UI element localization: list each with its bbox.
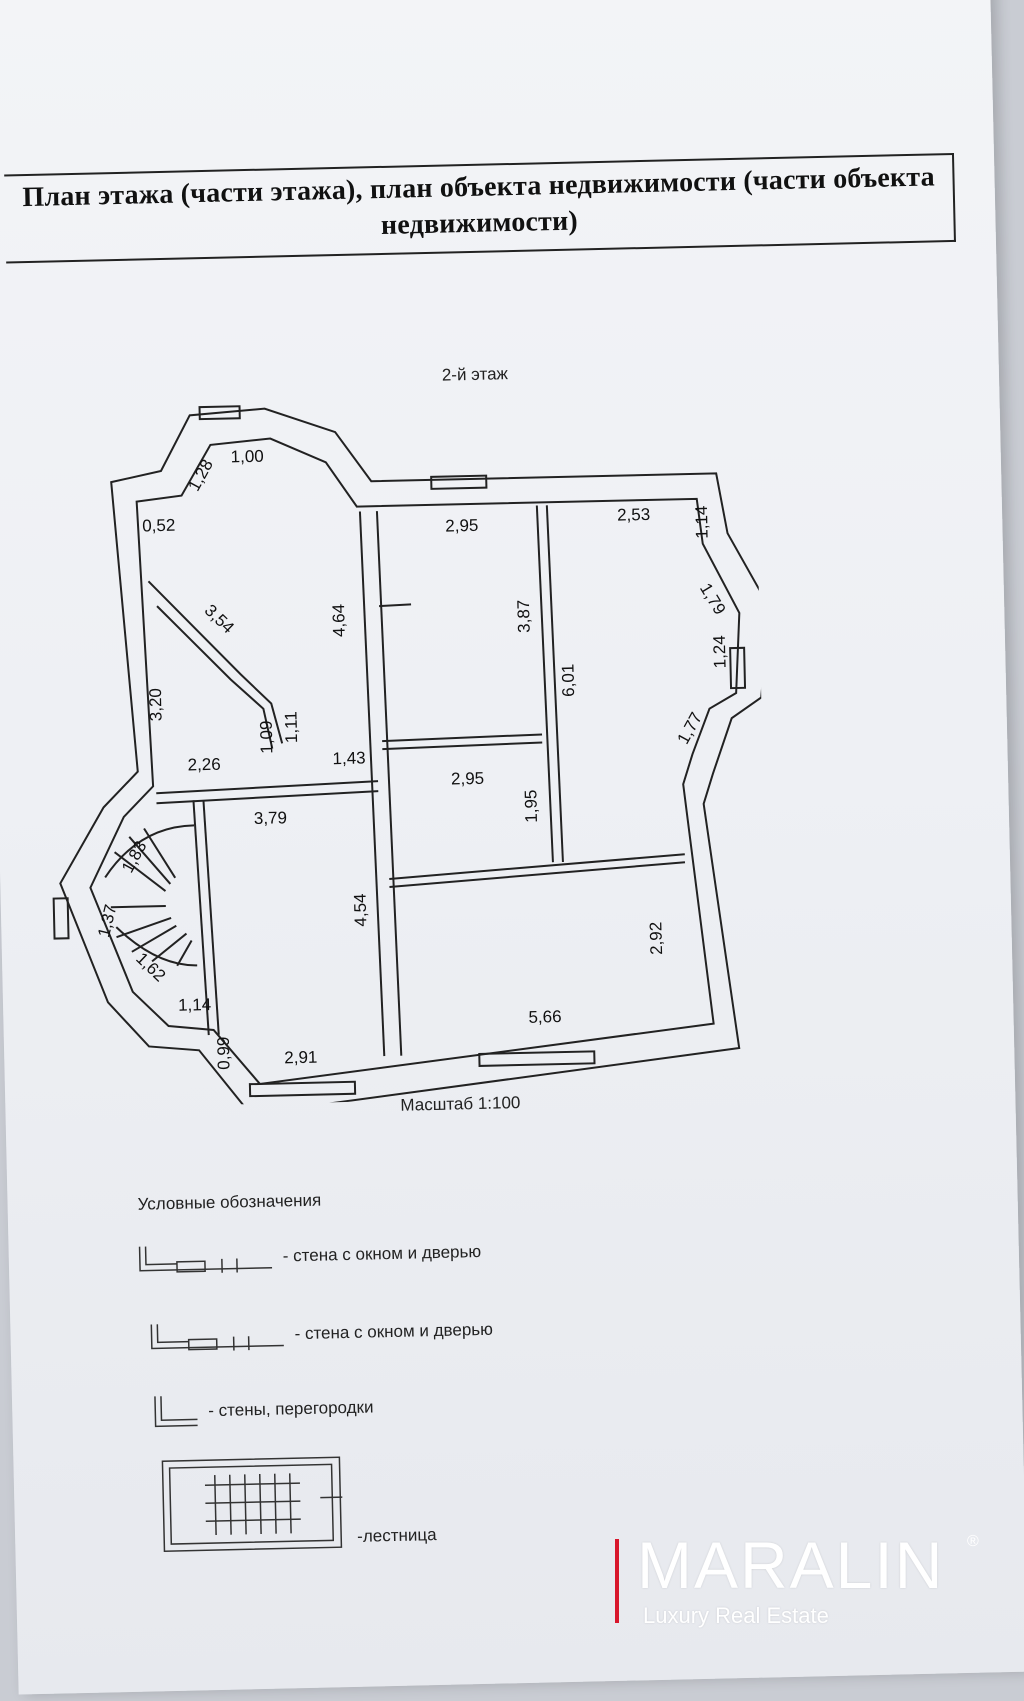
legend-item: - стены, перегородки bbox=[152, 1389, 374, 1430]
wall-window-door-symbol bbox=[138, 1246, 273, 1273]
dim-label: 6,01 bbox=[558, 664, 578, 698]
legend-label: -лестница bbox=[356, 1525, 437, 1546]
dim-label: 1,14 bbox=[692, 505, 712, 539]
title-box: План этажа (части этажа), план объекта н… bbox=[4, 152, 956, 264]
legend-item: - стена с окном и дверью bbox=[137, 1237, 482, 1275]
brand-tagline: Luxury Real Estate bbox=[643, 1603, 829, 1628]
dim-label: 1,95 bbox=[521, 789, 541, 823]
legend-item: - стена с окном и дверью bbox=[148, 1315, 493, 1353]
legend-item: -лестница bbox=[159, 1450, 437, 1566]
dim-label: 4,64 bbox=[329, 604, 349, 638]
dim-label: 2,92 bbox=[646, 922, 666, 956]
dim-label: 0,99 bbox=[214, 1036, 234, 1070]
brand-name: MARALIN bbox=[637, 1528, 945, 1602]
legend-label: - стена с окном и дверью bbox=[282, 1241, 482, 1266]
legend-label: - стена с окном и дверью bbox=[294, 1319, 494, 1344]
dim-label: 2,95 bbox=[451, 769, 485, 789]
dim-label: 2,53 bbox=[617, 505, 651, 525]
dim-label: 1,09 bbox=[257, 720, 277, 754]
registered-mark: ® bbox=[967, 1533, 979, 1550]
dim-label: 4,54 bbox=[351, 893, 371, 927]
inner-wall bbox=[89, 437, 741, 1085]
stair-symbol bbox=[161, 1456, 343, 1552]
dim-label: 1,14 bbox=[178, 995, 212, 1015]
wall-window-door-symbol bbox=[150, 1324, 284, 1351]
page-title: План этажа (части этажа), план объекта н… bbox=[22, 161, 936, 241]
dim-label: 1,62 bbox=[132, 949, 169, 986]
wall-symbol bbox=[154, 1396, 198, 1428]
dim-label: 3,20 bbox=[146, 688, 166, 722]
dim-label: 1,11 bbox=[281, 711, 301, 743]
dim-label: 1,43 bbox=[332, 748, 366, 768]
dim-label: 1,28 bbox=[184, 456, 217, 494]
floor-label: 2-й этаж bbox=[441, 364, 509, 385]
floor-plan: 1,00 1,28 0,52 3,54 4,64 3,20 1,09 1,11 … bbox=[52, 405, 771, 1109]
dim-label: 3,79 bbox=[254, 808, 288, 828]
dim-label: 0,52 bbox=[142, 516, 176, 536]
dim-label: 5,66 bbox=[528, 1007, 562, 1027]
legend-label: - стены, перегородки bbox=[208, 1397, 374, 1421]
dim-label: 3,87 bbox=[514, 600, 534, 634]
dim-label: 1,24 bbox=[710, 635, 730, 669]
legend-title: Условные обозначения bbox=[137, 1190, 322, 1214]
brand-accent-bar bbox=[615, 1539, 619, 1623]
dim-label: 2,91 bbox=[284, 1048, 318, 1068]
outer-wall bbox=[59, 407, 771, 1109]
dim-label: 2,95 bbox=[445, 516, 479, 536]
dim-label: 3,54 bbox=[201, 601, 238, 638]
dim-label: 2,26 bbox=[187, 755, 221, 775]
scale-label: Масштаб 1:100 bbox=[400, 1093, 521, 1115]
dim-label: 1,00 bbox=[230, 447, 264, 467]
